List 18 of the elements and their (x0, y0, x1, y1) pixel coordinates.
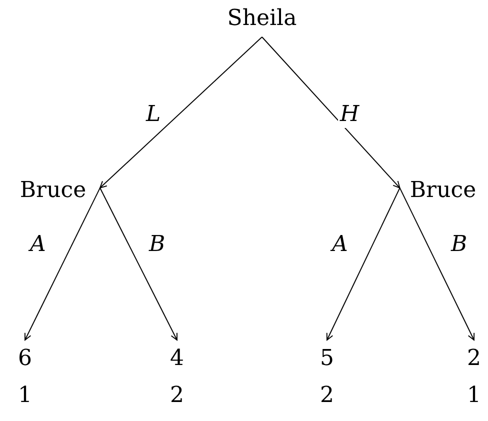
payoff-value: 2 (466, 345, 482, 373)
payoff-value: 2 (169, 382, 185, 410)
arrow (262, 36, 400, 188)
player-name: Sheila (226, 5, 298, 33)
payoff-value: 2 (319, 382, 335, 410)
arrow (326, 187, 400, 340)
player-name: Bruce (408, 177, 478, 205)
edge-label: H (338, 102, 362, 128)
payoff-value: 1 (17, 382, 33, 410)
payoff-value: 1 (466, 382, 482, 410)
payoff-value: 6 (17, 345, 33, 373)
arrow (100, 187, 178, 340)
arrow (399, 187, 475, 340)
arrow (100, 36, 262, 188)
arrow (24, 187, 100, 340)
payoff-value: 5 (319, 345, 335, 373)
player-name: Bruce (18, 177, 88, 205)
payoff-value: 4 (169, 345, 185, 373)
